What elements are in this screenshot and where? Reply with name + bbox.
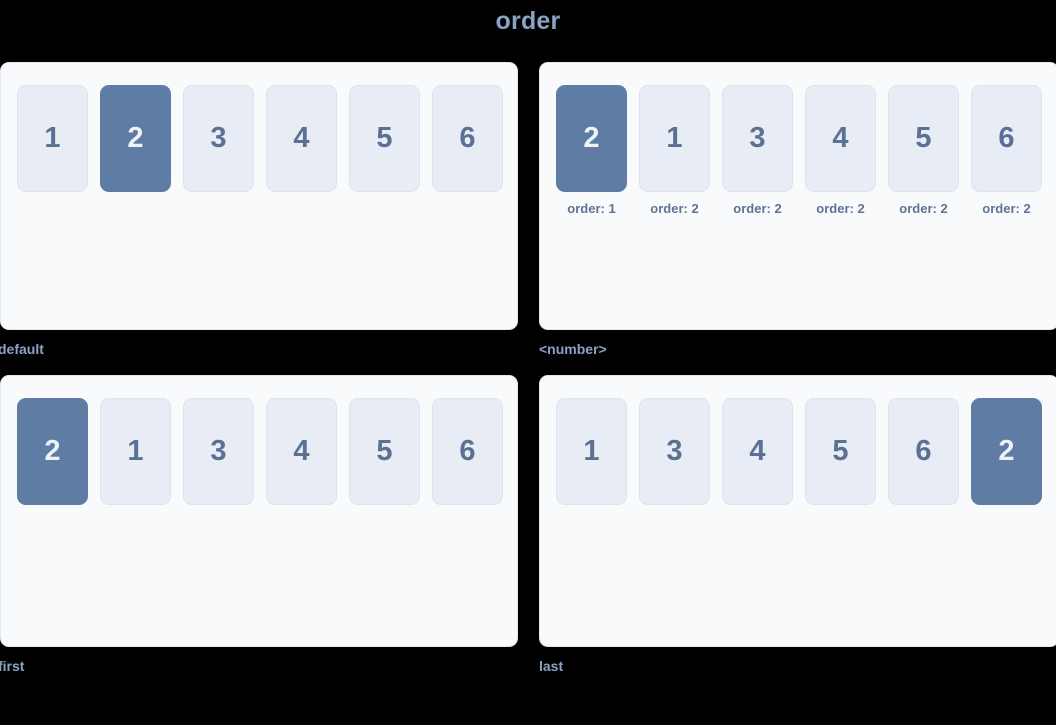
flex-item[interactable]: 5 bbox=[349, 398, 420, 505]
flex-item[interactable]: 3 bbox=[183, 85, 254, 192]
item-wrap: 5 bbox=[349, 85, 420, 201]
order-value-label: order: 2 bbox=[899, 201, 948, 216]
items-row: 2 1 3 4 5 bbox=[17, 398, 517, 514]
demo-caption-first: first bbox=[0, 658, 25, 674]
flex-container-number: 2 order: 1 1 order: 2 3 order: 2 4 order… bbox=[539, 62, 1056, 330]
flex-item[interactable]: 6 bbox=[971, 85, 1042, 192]
items-row: 2 order: 1 1 order: 2 3 order: 2 4 order… bbox=[556, 85, 1056, 216]
item-wrap: 6 bbox=[888, 398, 959, 514]
order-value-label: order: 2 bbox=[816, 201, 865, 216]
item-wrap: 2 bbox=[971, 398, 1042, 514]
item-wrap: 2 bbox=[100, 85, 171, 201]
flex-item[interactable]: 3 bbox=[183, 398, 254, 505]
flex-container-first: 2 1 3 4 5 bbox=[0, 375, 518, 647]
demo-cell-number: 2 order: 1 1 order: 2 3 order: 2 4 order… bbox=[539, 62, 1056, 357]
flex-item[interactable]: 6 bbox=[888, 398, 959, 505]
flex-item[interactable]: 3 bbox=[722, 85, 793, 192]
order-value-label: order: 2 bbox=[650, 201, 699, 216]
item-wrap: 3 bbox=[183, 85, 254, 201]
item-wrap: 1 bbox=[17, 85, 88, 201]
item-wrap: 4 bbox=[266, 398, 337, 514]
flex-item[interactable]: 4 bbox=[266, 398, 337, 505]
demo-caption-default: default bbox=[0, 341, 44, 357]
item-wrap: 2 bbox=[17, 398, 88, 514]
flex-item[interactable]: 6 bbox=[432, 398, 503, 505]
flex-item[interactable]: 2 bbox=[100, 85, 171, 192]
flex-item[interactable]: 3 bbox=[639, 398, 710, 505]
item-wrap: 1 bbox=[100, 398, 171, 514]
flex-item[interactable]: 5 bbox=[888, 85, 959, 192]
flex-item[interactable]: 1 bbox=[556, 398, 627, 505]
flex-item[interactable]: 5 bbox=[349, 85, 420, 192]
items-row: 1 2 3 4 5 bbox=[17, 85, 517, 201]
item-wrap: 4 bbox=[722, 398, 793, 514]
page-title: order bbox=[495, 7, 561, 35]
item-wrap: 1 bbox=[556, 398, 627, 514]
item-wrap: 5 bbox=[805, 398, 876, 514]
demo-cell-first: 2 1 3 4 5 bbox=[0, 375, 518, 674]
flex-item[interactable]: 4 bbox=[805, 85, 876, 192]
flex-item[interactable]: 2 bbox=[556, 85, 627, 192]
flex-item[interactable]: 4 bbox=[722, 398, 793, 505]
flex-item[interactable]: 4 bbox=[266, 85, 337, 192]
item-wrap: 4 order: 2 bbox=[805, 85, 876, 216]
items-row: 1 3 4 5 6 bbox=[556, 398, 1056, 514]
item-wrap: 4 bbox=[266, 85, 337, 201]
flex-item[interactable]: 1 bbox=[17, 85, 88, 192]
item-wrap: 2 order: 1 bbox=[556, 85, 627, 216]
flex-container-default: 1 2 3 4 5 bbox=[0, 62, 518, 330]
item-wrap: 3 order: 2 bbox=[722, 85, 793, 216]
order-value-label: order: 2 bbox=[982, 201, 1031, 216]
flex-item[interactable]: 6 bbox=[432, 85, 503, 192]
flex-item[interactable]: 2 bbox=[971, 398, 1042, 505]
order-value-label: order: 1 bbox=[567, 201, 616, 216]
flex-item[interactable]: 2 bbox=[17, 398, 88, 505]
demo-cell-last: 1 3 4 5 6 bbox=[539, 375, 1056, 674]
item-wrap: 6 bbox=[432, 85, 503, 201]
item-wrap: 5 bbox=[349, 398, 420, 514]
flex-item[interactable]: 5 bbox=[805, 398, 876, 505]
item-wrap: 3 bbox=[183, 398, 254, 514]
demo-grid: 1 2 3 4 5 bbox=[0, 62, 1056, 682]
demo-caption-last: last bbox=[539, 658, 564, 674]
demo-caption-number: <number> bbox=[539, 341, 607, 357]
order-value-label: order: 2 bbox=[733, 201, 782, 216]
item-wrap: 6 bbox=[432, 398, 503, 514]
flex-item[interactable]: 1 bbox=[100, 398, 171, 505]
item-wrap: 1 order: 2 bbox=[639, 85, 710, 216]
flex-container-last: 1 3 4 5 6 bbox=[539, 375, 1056, 647]
flex-item[interactable]: 1 bbox=[639, 85, 710, 192]
demo-cell-default: 1 2 3 4 5 bbox=[0, 62, 518, 357]
item-wrap: 5 order: 2 bbox=[888, 85, 959, 216]
item-wrap: 6 order: 2 bbox=[971, 85, 1042, 216]
item-wrap: 3 bbox=[639, 398, 710, 514]
